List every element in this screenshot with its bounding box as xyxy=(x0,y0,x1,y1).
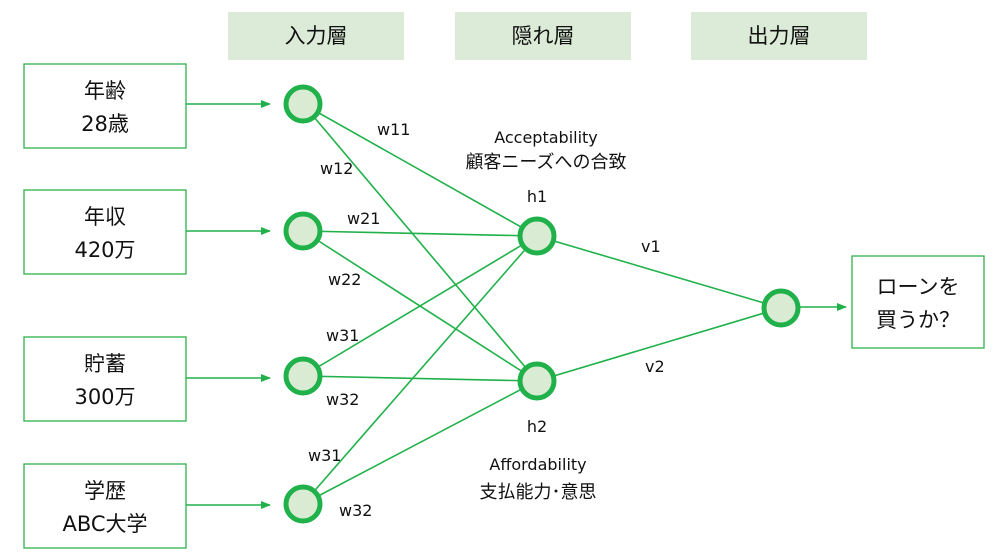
layer-header-hidden-box xyxy=(455,12,631,60)
weight-label-v1: v1 xyxy=(641,237,661,256)
output-node xyxy=(761,288,801,328)
layer-header-output: 出力層 xyxy=(691,12,867,60)
weight-label-w32-b: w32 xyxy=(339,501,372,520)
weight-label-w11: w11 xyxy=(377,120,410,139)
input-node-4 xyxy=(283,484,323,524)
output-box-line2: 買うか？ xyxy=(876,308,960,332)
input-node-2 xyxy=(283,211,323,251)
annotation-h1-english: Acceptability xyxy=(494,128,598,147)
weight-label-w32-a: w32 xyxy=(326,390,359,409)
input-box-savings: 貯蓄 300万 xyxy=(23,336,187,422)
output-box: ローンを 買うか？ xyxy=(851,255,985,349)
edge-i3-h1 xyxy=(302,235,538,377)
layer-header-input: 入力層 xyxy=(228,12,404,60)
edge-i1-h1 xyxy=(302,103,538,237)
input-box-education-line2: ABC大学 xyxy=(62,512,147,536)
edge-h2-out xyxy=(536,307,782,382)
layer-header-output-label: 出力層 xyxy=(748,24,811,48)
input-box-age-line1: 年齢 xyxy=(84,79,126,103)
layer-header-output-box xyxy=(691,12,867,60)
output-box-frame xyxy=(851,255,985,349)
input-box-income: 年収 420万 xyxy=(23,189,187,275)
layer-header-hidden: 隠れ層 xyxy=(455,12,631,60)
edge-i3-h2 xyxy=(302,375,538,382)
annotation-h2-english: Affordability xyxy=(489,455,586,474)
edge-i2-h1 xyxy=(302,230,538,237)
hidden-node-h1 xyxy=(517,216,557,256)
input-box-education: 学歴 ABC大学 xyxy=(23,463,187,549)
layer-header-input-box xyxy=(228,12,404,60)
input-box-income-line1: 年収 xyxy=(84,205,126,229)
hidden-node-label-h2: h2 xyxy=(527,417,547,436)
input-box-income-frame xyxy=(23,189,187,275)
layer-header-input-label: 入力層 xyxy=(285,24,348,48)
input-box-savings-line2: 300万 xyxy=(74,385,135,409)
weight-label-w22: w22 xyxy=(328,270,361,289)
hidden-node-label-h1: h1 xyxy=(527,187,547,206)
input-box-age-line2: 28歳 xyxy=(81,112,129,136)
weight-label-w12: w12 xyxy=(320,159,353,178)
input-box-age-frame xyxy=(23,63,187,149)
input-box-savings-frame xyxy=(23,336,187,422)
annotation-h1-japanese: 顧客ニーズへの合致 xyxy=(465,152,626,173)
input-node-3 xyxy=(283,356,323,396)
weight-label-v2: v2 xyxy=(645,357,665,376)
input-box-age: 年齢 28歳 xyxy=(23,63,187,149)
edge-i4-h2 xyxy=(302,380,538,505)
edge-h1-out xyxy=(536,235,782,309)
weight-label-w31-a: w31 xyxy=(326,326,359,345)
weight-label-w21: w21 xyxy=(347,209,380,228)
input-box-education-line1: 学歴 xyxy=(84,479,126,503)
hidden-node-h2 xyxy=(517,361,557,401)
input-box-education-frame xyxy=(23,463,187,549)
weight-label-w31-b: w31 xyxy=(308,446,341,465)
input-node-1 xyxy=(283,84,323,124)
input-box-income-line2: 420万 xyxy=(74,238,135,262)
annotation-h2-japanese: 支払能力･意思 xyxy=(480,482,597,503)
input-box-savings-line1: 貯蓄 xyxy=(84,352,126,376)
output-box-line1: ローンを xyxy=(877,275,960,299)
layer-header-hidden-label: 隠れ層 xyxy=(512,24,575,48)
edge-i1-h2 xyxy=(302,103,538,382)
edge-i4-h1 xyxy=(302,235,538,505)
